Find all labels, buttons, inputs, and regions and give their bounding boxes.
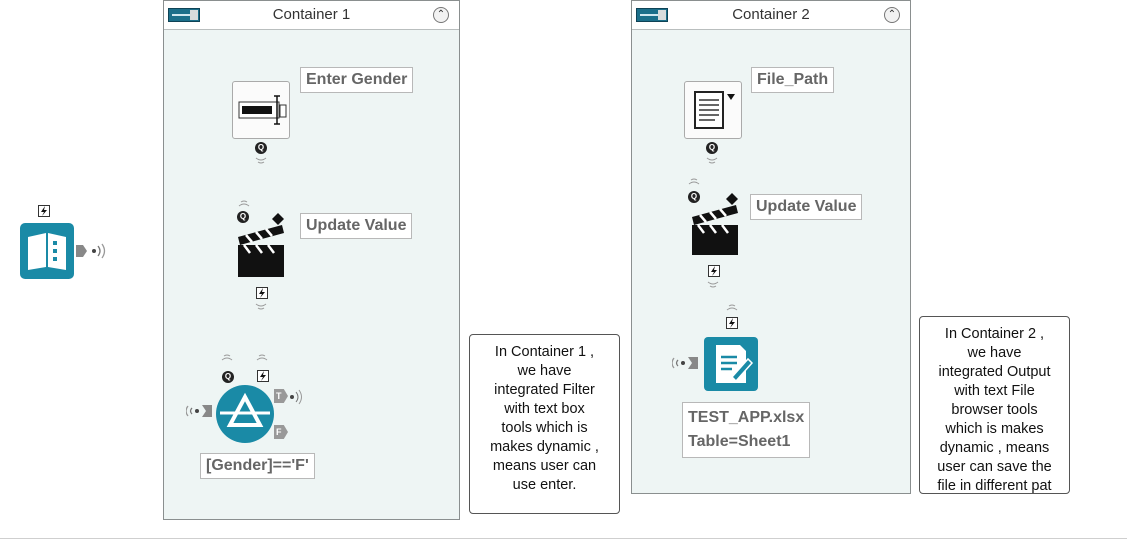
container-2-header: Container 2 ⌃ — [632, 1, 910, 30]
connection-wave-icon — [255, 157, 267, 164]
container-2-title: Container 2 — [732, 6, 810, 23]
connection-wave-icon — [706, 157, 718, 164]
filter-true-anchor[interactable]: T — [274, 389, 288, 403]
connection-wave-icon — [256, 354, 268, 361]
output-data-tool[interactable] — [704, 337, 758, 391]
clapperboard-icon — [692, 193, 738, 255]
update-value-tool[interactable] — [234, 211, 292, 279]
clapperboard-icon — [238, 213, 284, 277]
input-anchor-icon[interactable] — [186, 403, 216, 419]
update-value-label-2: Update Value — [750, 194, 863, 220]
update-value-label-1: Update Value — [300, 213, 413, 239]
connection-wave-icon — [221, 354, 233, 361]
file-browse-tool[interactable] — [684, 81, 742, 139]
filter-expression-label: [Gender]=='F' — [200, 453, 315, 479]
connection-wave-icon — [688, 178, 700, 185]
lightning-icon[interactable] — [256, 287, 268, 299]
question-anchor-icon[interactable]: Q — [222, 371, 234, 383]
macro-input-tool[interactable] — [20, 205, 110, 281]
file-path-label: File_Path — [751, 67, 835, 93]
collapse-icon[interactable]: ⌃ — [433, 7, 449, 23]
container-1-title: Container 1 — [272, 6, 351, 23]
question-anchor-icon[interactable]: Q — [255, 142, 267, 154]
question-anchor-icon[interactable]: Q — [688, 191, 700, 203]
lightning-icon[interactable] — [708, 265, 720, 277]
container-2[interactable]: Container 2 ⌃ Q File_Path Q Update Value — [631, 0, 911, 494]
text-box-label: Enter Gender — [300, 67, 414, 93]
comment-box-1[interactable]: In Container 1 , we have integrated Filt… — [469, 334, 620, 514]
output-data-icon — [716, 345, 754, 383]
lightning-icon — [38, 205, 50, 217]
filter-false-anchor[interactable]: F — [274, 425, 288, 439]
output-file-label: TEST_APP.xlsx Table=Sheet1 — [682, 402, 811, 458]
connection-wave-icon — [290, 389, 302, 405]
filter-tool[interactable] — [216, 385, 274, 443]
container-toggle-icon[interactable] — [636, 8, 668, 22]
connection-wave-icon — [238, 200, 250, 207]
connection-wave-icon — [707, 281, 719, 288]
file-document-icon — [694, 91, 735, 129]
connection-wave-icon — [255, 303, 267, 310]
lightning-icon[interactable] — [257, 370, 269, 382]
container-1-header: Container 1 ⌃ — [164, 1, 459, 30]
lightning-icon[interactable] — [726, 317, 738, 329]
output-anchor-icon[interactable] — [76, 243, 110, 264]
text-box-tool[interactable] — [232, 81, 290, 139]
comment-box-2[interactable]: In Container 2 , we have integrated Outp… — [919, 316, 1070, 494]
collapse-icon[interactable]: ⌃ — [884, 7, 900, 23]
input-anchor-icon[interactable] — [672, 355, 702, 371]
container-1[interactable]: Container 1 ⌃ Q Enter Gender Q Update Va… — [163, 0, 460, 520]
container-toggle-icon[interactable] — [168, 8, 200, 22]
connection-wave-icon — [726, 304, 738, 311]
update-value-tool-2[interactable] — [688, 191, 746, 257]
app-book-icon — [20, 223, 74, 279]
question-anchor-icon[interactable]: Q — [237, 211, 249, 223]
question-anchor-icon[interactable]: Q — [706, 142, 718, 154]
filter-triangle-icon — [220, 392, 270, 427]
text-box-icon — [238, 95, 287, 125]
canvas-bottom-divider — [0, 538, 1127, 539]
